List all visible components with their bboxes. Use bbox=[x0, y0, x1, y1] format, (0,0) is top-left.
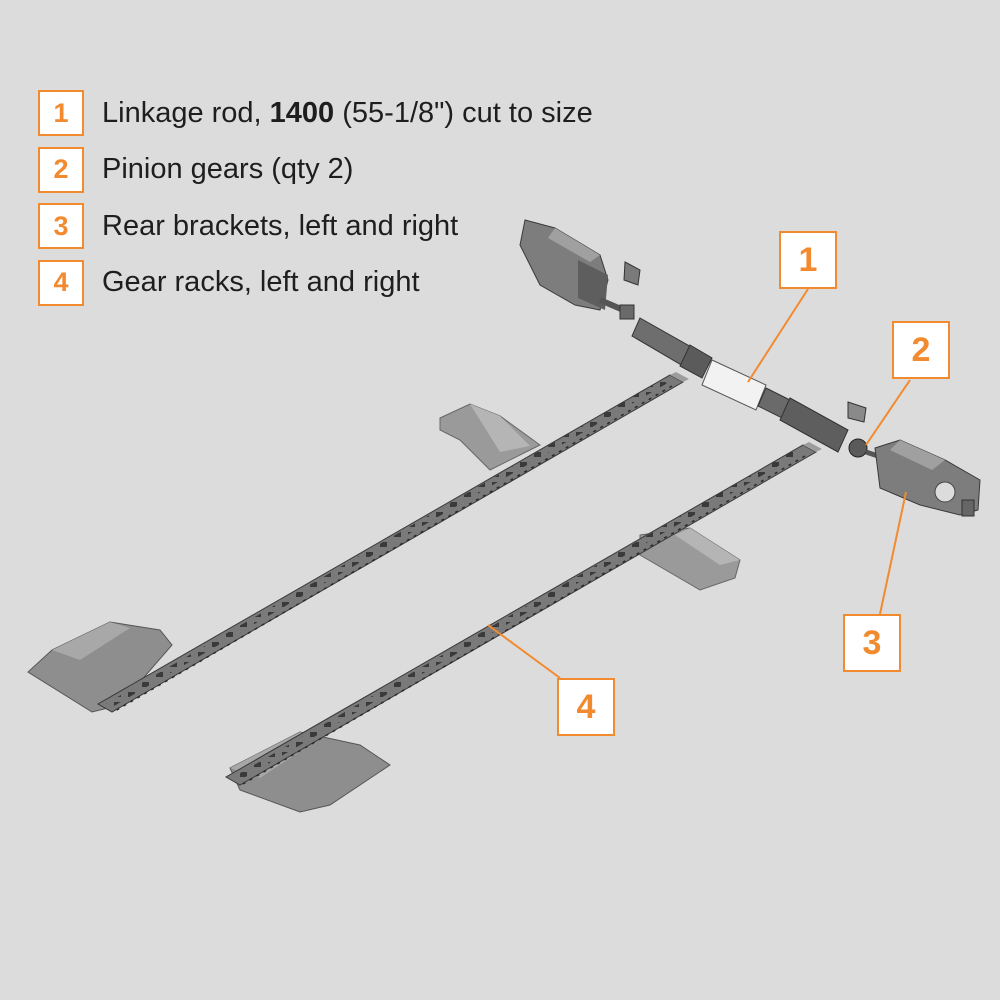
legend-label-part: Linkage rod, bbox=[102, 96, 270, 129]
legend-label-part: (55-1/8") cut to size bbox=[334, 96, 593, 129]
legend-label-bold: 1400 bbox=[269, 96, 335, 129]
legend-item-linkage-rod: 1 Linkage rod, 1400 (55-1/8") cut to siz… bbox=[38, 88, 593, 138]
legend-label: Linkage rod, 1400 (55-1/8") cut to size bbox=[102, 97, 593, 130]
rear-bracket-left bbox=[519, 219, 609, 311]
legend-number-box: 4 bbox=[38, 259, 84, 306]
legend-item-pinion-gears: 2 Pinion gears (qty 2) bbox=[38, 145, 593, 195]
linkage-rod bbox=[598, 261, 867, 453]
legend-label: Pinion gears (qty 2) bbox=[102, 153, 354, 185]
callout-1: 1 bbox=[779, 231, 837, 289]
parts-legend: 1 Linkage rod, 1400 (55-1/8") cut to siz… bbox=[38, 88, 593, 314]
legend-number-box: 1 bbox=[38, 90, 84, 136]
gear-rack-right bbox=[224, 442, 822, 813]
legend-number-box: 2 bbox=[38, 146, 84, 193]
callout-2: 2 bbox=[892, 321, 950, 379]
gear-rack-left bbox=[27, 372, 689, 713]
legend-label: Gear racks, left and right bbox=[102, 266, 420, 298]
callout-3: 3 bbox=[843, 614, 901, 672]
callout-leaders bbox=[487, 288, 911, 679]
rear-bracket-right bbox=[874, 439, 981, 517]
legend-label: Rear brackets, left and right bbox=[102, 209, 459, 242]
legend-item-gear-racks: 4 Gear racks, left and right bbox=[38, 258, 593, 308]
callout-4: 4 bbox=[557, 678, 615, 736]
legend-number-box: 3 bbox=[38, 203, 84, 249]
legend-item-rear-brackets: 3 Rear brackets, left and right bbox=[38, 201, 593, 251]
